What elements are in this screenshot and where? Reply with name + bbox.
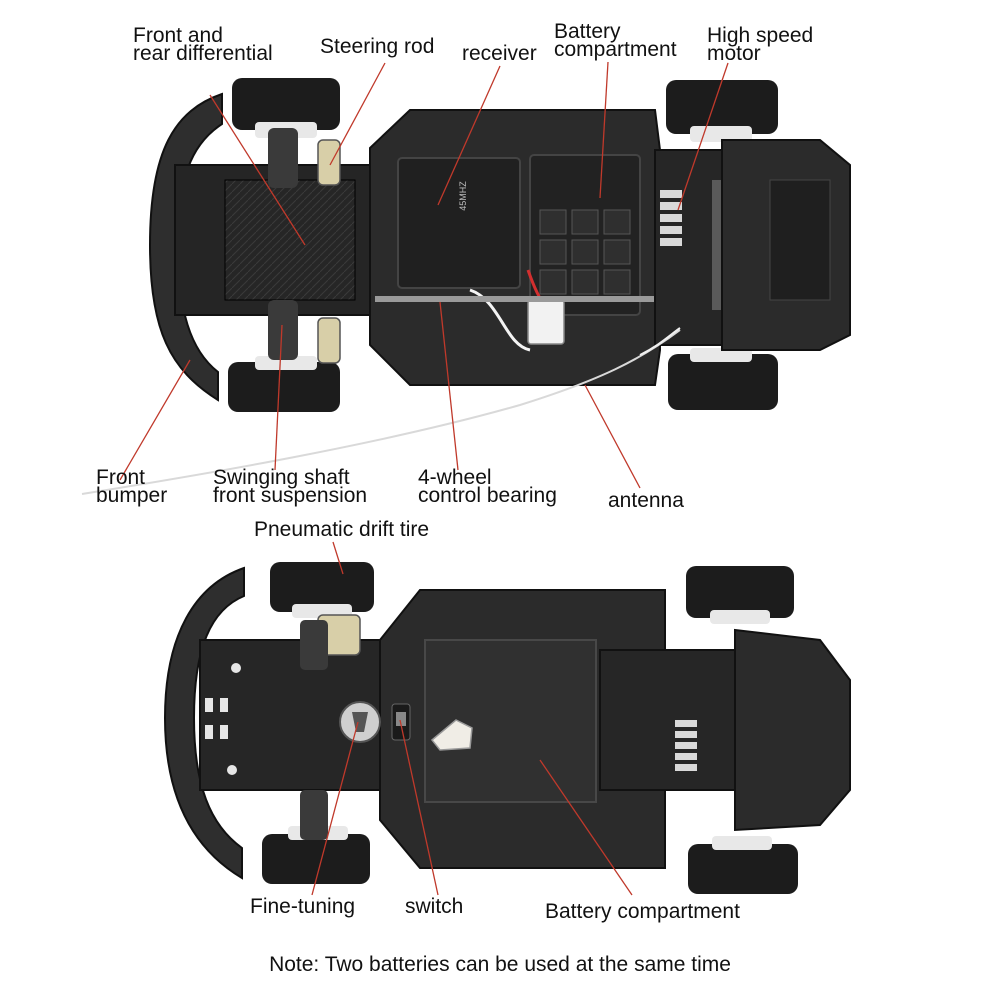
- label-drift-tire: Pneumatic drift tire: [254, 518, 430, 541]
- top-battery-compartment: [529, 154, 641, 316]
- leader-antenna: [584, 384, 641, 489]
- label-receiver: receiver: [462, 42, 537, 65]
- label-battery-compartment-top: Battery compartment: [554, 20, 677, 61]
- leader-battery-top: [599, 61, 609, 199]
- top-chassis-view: 45MHZ: [81, 78, 851, 495]
- bottom-rear-frame: [734, 628, 851, 832]
- rear-left-tire: [666, 80, 778, 142]
- control-bearing-shaft: [375, 296, 665, 302]
- note-text: Note: Two batteries can be used at the s…: [269, 953, 731, 976]
- front-right-tire: [228, 356, 340, 412]
- leader-differential: [209, 94, 306, 246]
- leader-bearing: [439, 301, 459, 471]
- motor-fins: [660, 190, 682, 246]
- label-swinging-shaft: Swinging shaft front suspension: [213, 466, 368, 507]
- bottom-battery-lid: [424, 639, 597, 803]
- fine-tuning-dial: [339, 701, 381, 743]
- leader-motor: [677, 62, 729, 211]
- receiver-box: 45MHZ: [397, 157, 521, 289]
- leader-switch: [399, 719, 439, 896]
- label-antenna: antenna: [608, 489, 684, 512]
- leader-receiver: [437, 65, 501, 206]
- receiver-sticker: 45MHZ: [458, 181, 468, 211]
- bottom-chassis-view: [163, 562, 851, 894]
- antenna-wire: [81, 329, 681, 495]
- label-fine-tuning: Fine-tuning: [250, 895, 356, 918]
- leader-front-bumper: [119, 359, 191, 481]
- rear-right-tire: [668, 348, 778, 410]
- battery-lid-latch: [430, 719, 473, 751]
- bumper-slots: [205, 698, 228, 739]
- label-front-bumper: Front bumper: [96, 466, 168, 507]
- leader-drift-tire: [332, 541, 344, 575]
- leader-swinging-shaft: [274, 324, 283, 471]
- label-switch: switch: [405, 895, 464, 918]
- bottom-rear-left-tire: [686, 566, 794, 624]
- label-differential: Front and rear differential: [133, 24, 273, 65]
- bottom-rear-right-tire: [688, 836, 798, 894]
- label-battery-compartment-bottom: Battery compartment: [545, 900, 740, 923]
- leader-battery-bottom: [539, 759, 633, 896]
- label-steering-rod: Steering rod: [320, 35, 435, 58]
- label-motor: High speed motor: [707, 24, 814, 65]
- label-bearing: 4-wheel control bearing: [418, 466, 557, 507]
- leader-fine-tuning: [311, 721, 359, 896]
- leader-lines: [119, 61, 729, 896]
- bottom-motor-fins: [675, 720, 697, 771]
- bottom-front-left-tire: [270, 562, 374, 618]
- battery-connector: [527, 299, 565, 345]
- steering-rod-shape: [317, 139, 341, 186]
- leader-steering-rod: [329, 62, 386, 166]
